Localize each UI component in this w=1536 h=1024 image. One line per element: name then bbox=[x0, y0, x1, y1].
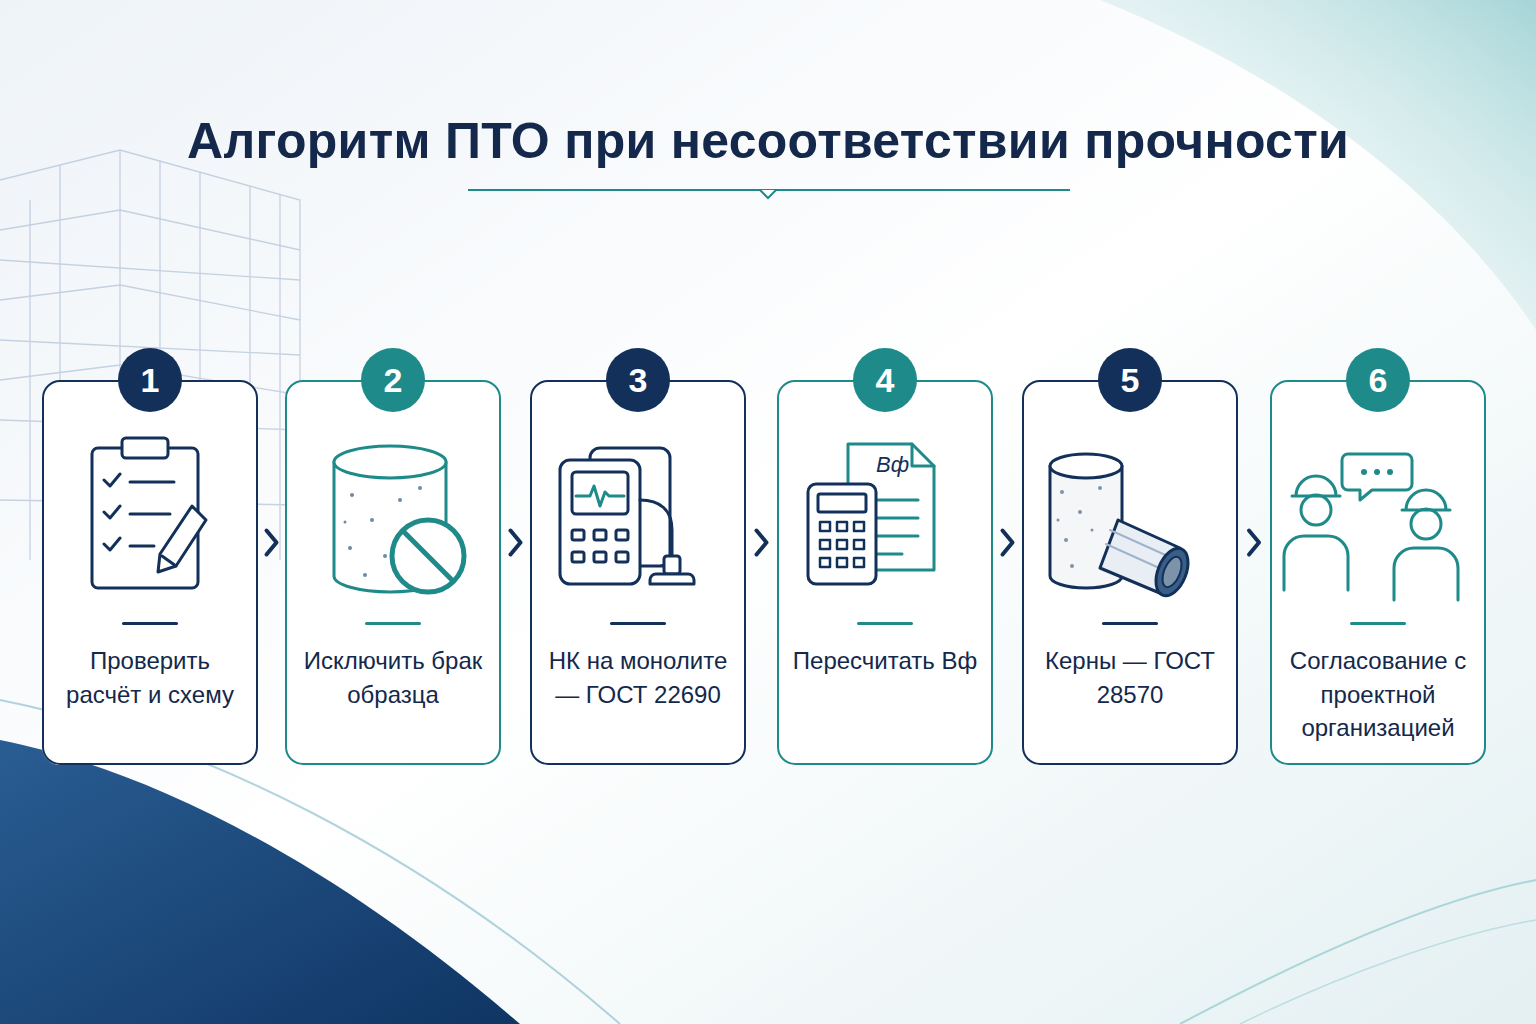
step-box: Пересчитать Bф4 bbox=[777, 380, 993, 765]
step-arrow bbox=[258, 531, 285, 555]
step-box: Проверить расчёт и схему1 bbox=[42, 380, 258, 765]
divider bbox=[610, 622, 666, 625]
clipboard-icon bbox=[92, 438, 206, 588]
step-text: Керны — ГОСТ 28570 bbox=[1030, 644, 1230, 711]
step-text: Пересчитать Bф bbox=[785, 644, 985, 678]
number-text: 6 bbox=[1369, 361, 1388, 400]
number-text: 3 bbox=[629, 361, 648, 400]
step-arrow bbox=[1238, 531, 1270, 555]
step-number: 1 bbox=[118, 348, 182, 412]
step-arrow bbox=[746, 531, 777, 555]
number-text: 5 bbox=[1121, 361, 1140, 400]
step-box: Исключить брак образца2 bbox=[285, 380, 501, 765]
calculation-icon bbox=[808, 444, 934, 584]
document-label: Bф bbox=[876, 452, 909, 478]
step-text: Согласование с проектной организацией bbox=[1278, 644, 1478, 745]
title: Алгоритм ПТО при несоответствии прочност… bbox=[0, 112, 1536, 170]
sample-cylinder-icon bbox=[334, 446, 464, 592]
number-text: 4 bbox=[876, 361, 895, 400]
divider bbox=[122, 622, 178, 625]
ndt-device-icon bbox=[560, 448, 694, 584]
divider bbox=[1102, 622, 1158, 625]
number-text: 1 bbox=[141, 361, 160, 400]
divider bbox=[1350, 622, 1406, 625]
step-number: 4 bbox=[853, 348, 917, 412]
step-text: НК на монолите — ГОСТ 22690 bbox=[538, 644, 738, 711]
divider bbox=[857, 622, 913, 625]
box-grounds bbox=[42, 380, 1486, 765]
step-number: 2 bbox=[361, 348, 425, 412]
step-arrow bbox=[993, 531, 1022, 555]
step-number: 6 bbox=[1346, 348, 1410, 412]
step-box: Согласование с проектной организацией6 bbox=[1270, 380, 1486, 765]
divider bbox=[365, 622, 421, 625]
core-icon bbox=[1050, 454, 1194, 600]
step-box: НК на монолите — ГОСТ 226903 bbox=[530, 380, 746, 765]
workers-icon bbox=[1284, 454, 1458, 600]
step-text: Проверить расчёт и схему bbox=[50, 644, 250, 711]
step-number: 3 bbox=[606, 348, 670, 412]
step-box: Керны — ГОСТ 285705 bbox=[1022, 380, 1238, 765]
step-arrow bbox=[501, 531, 530, 555]
number-text: 2 bbox=[384, 361, 403, 400]
step-number: 5 bbox=[1098, 348, 1162, 412]
step-text: Исключить брак образца bbox=[293, 644, 493, 711]
